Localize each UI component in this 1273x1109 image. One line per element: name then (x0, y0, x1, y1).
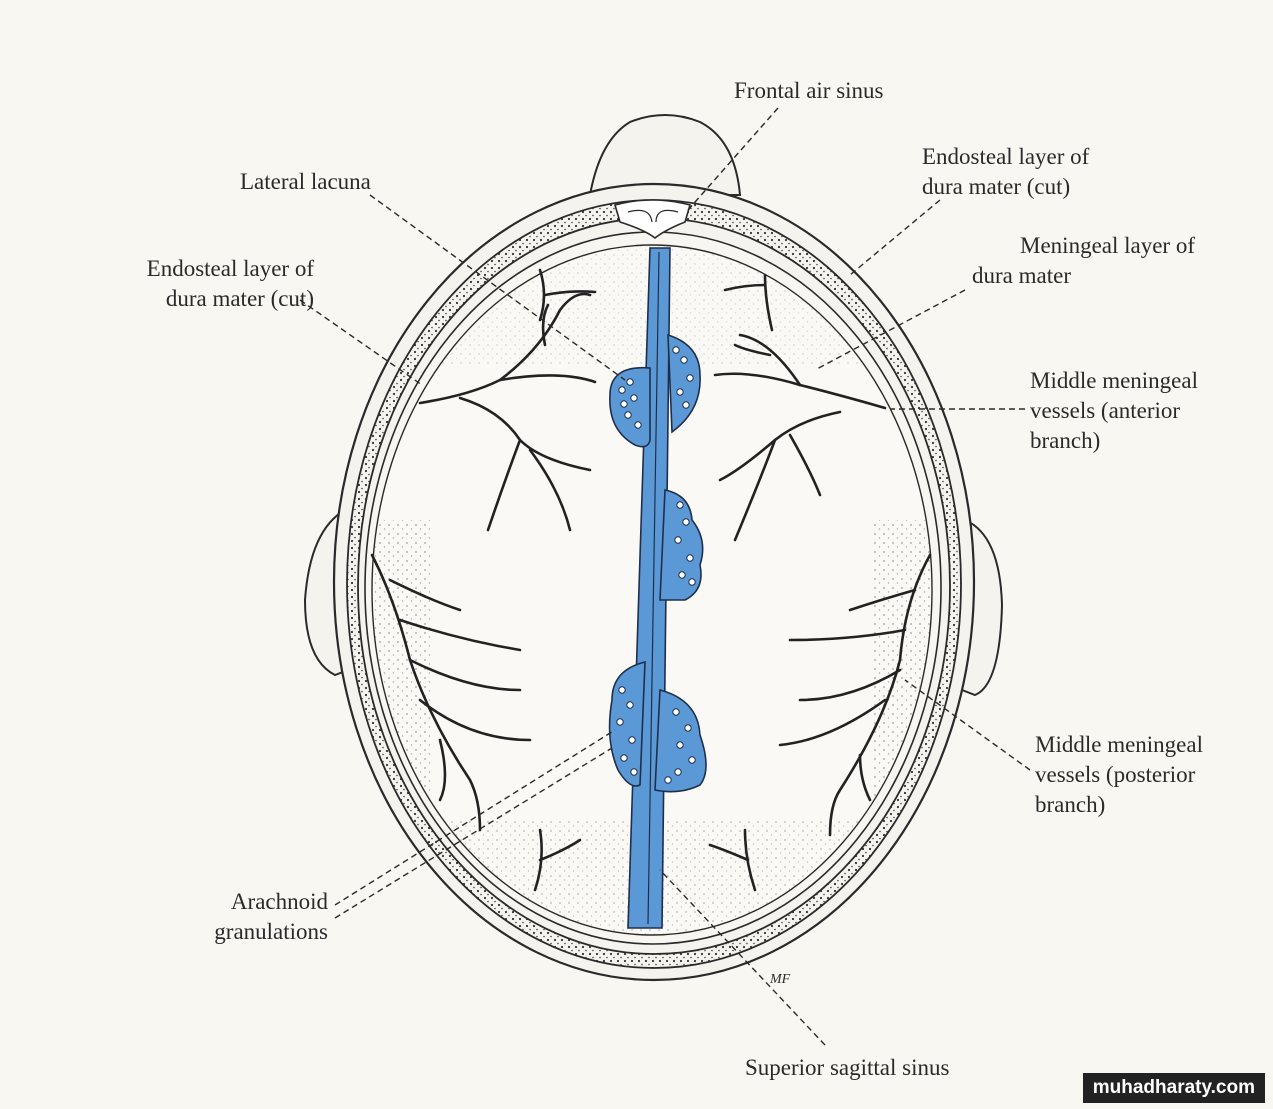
lateral-lacuna-middle (659, 489, 704, 601)
label-mm-posterior-line3: branch) (1035, 792, 1106, 817)
label-endosteal-left-line1: Endosteal layer of (146, 256, 314, 281)
watermark: muhadharaty.com (1082, 1073, 1265, 1103)
label-meningeal-line2: dura mater (972, 263, 1071, 288)
label-meningeal-layer: Meningeal layer of dura mater (960, 231, 1195, 291)
label-arachnoid-line2: granulations (214, 919, 328, 944)
label-mm-anterior-line3: branch) (1030, 428, 1101, 453)
artist-signature: MF (769, 972, 791, 987)
frontal-prominence (588, 114, 742, 196)
label-frontal-air-sinus: Frontal air sinus (734, 78, 884, 103)
label-arachnoid-line1: Arachnoid (230, 889, 328, 914)
label-mm-anterior-line2: vessels (anterior (1030, 398, 1181, 423)
label-middle-meningeal-anterior: Middle meningeal vessels (anterior branc… (1030, 366, 1198, 456)
label-endosteal-left-line2: dura mater (cut) (165, 286, 314, 311)
label-leader-lines (299, 107, 1031, 1046)
label-endosteal-left: Endosteal layer of dura mater (cut) (90, 254, 314, 314)
middle-meningeal-vessels (370, 268, 932, 892)
label-mm-posterior-line1: Middle meningeal (1035, 732, 1203, 757)
arachnoid-granulations (616, 346, 696, 784)
label-lateral-lacuna: Lateral lacuna (240, 169, 371, 194)
label-mm-anterior-line1: Middle meningeal (1030, 368, 1198, 393)
label-mm-posterior-line2: vessels (posterior (1035, 762, 1196, 787)
lateral-lacuna-posterior (608, 660, 707, 793)
label-endosteal-right-line2: dura mater (cut) (922, 174, 1071, 199)
label-endosteal-right-line1: Endosteal layer of (922, 144, 1090, 169)
label-endosteal-right: Endosteal layer of dura mater (cut) (922, 142, 1089, 202)
label-meningeal-line1: Meningeal layer of (1020, 233, 1195, 258)
label-middle-meningeal-posterior: Middle meningeal vessels (posterior bran… (1035, 730, 1203, 820)
frontal-air-sinus (614, 199, 691, 240)
label-arachnoid-granulations: Arachnoid granulations (180, 887, 328, 947)
lateral-lacuna-anterior (609, 333, 701, 448)
label-superior-sagittal-sinus: Superior sagittal sinus (745, 1055, 950, 1080)
